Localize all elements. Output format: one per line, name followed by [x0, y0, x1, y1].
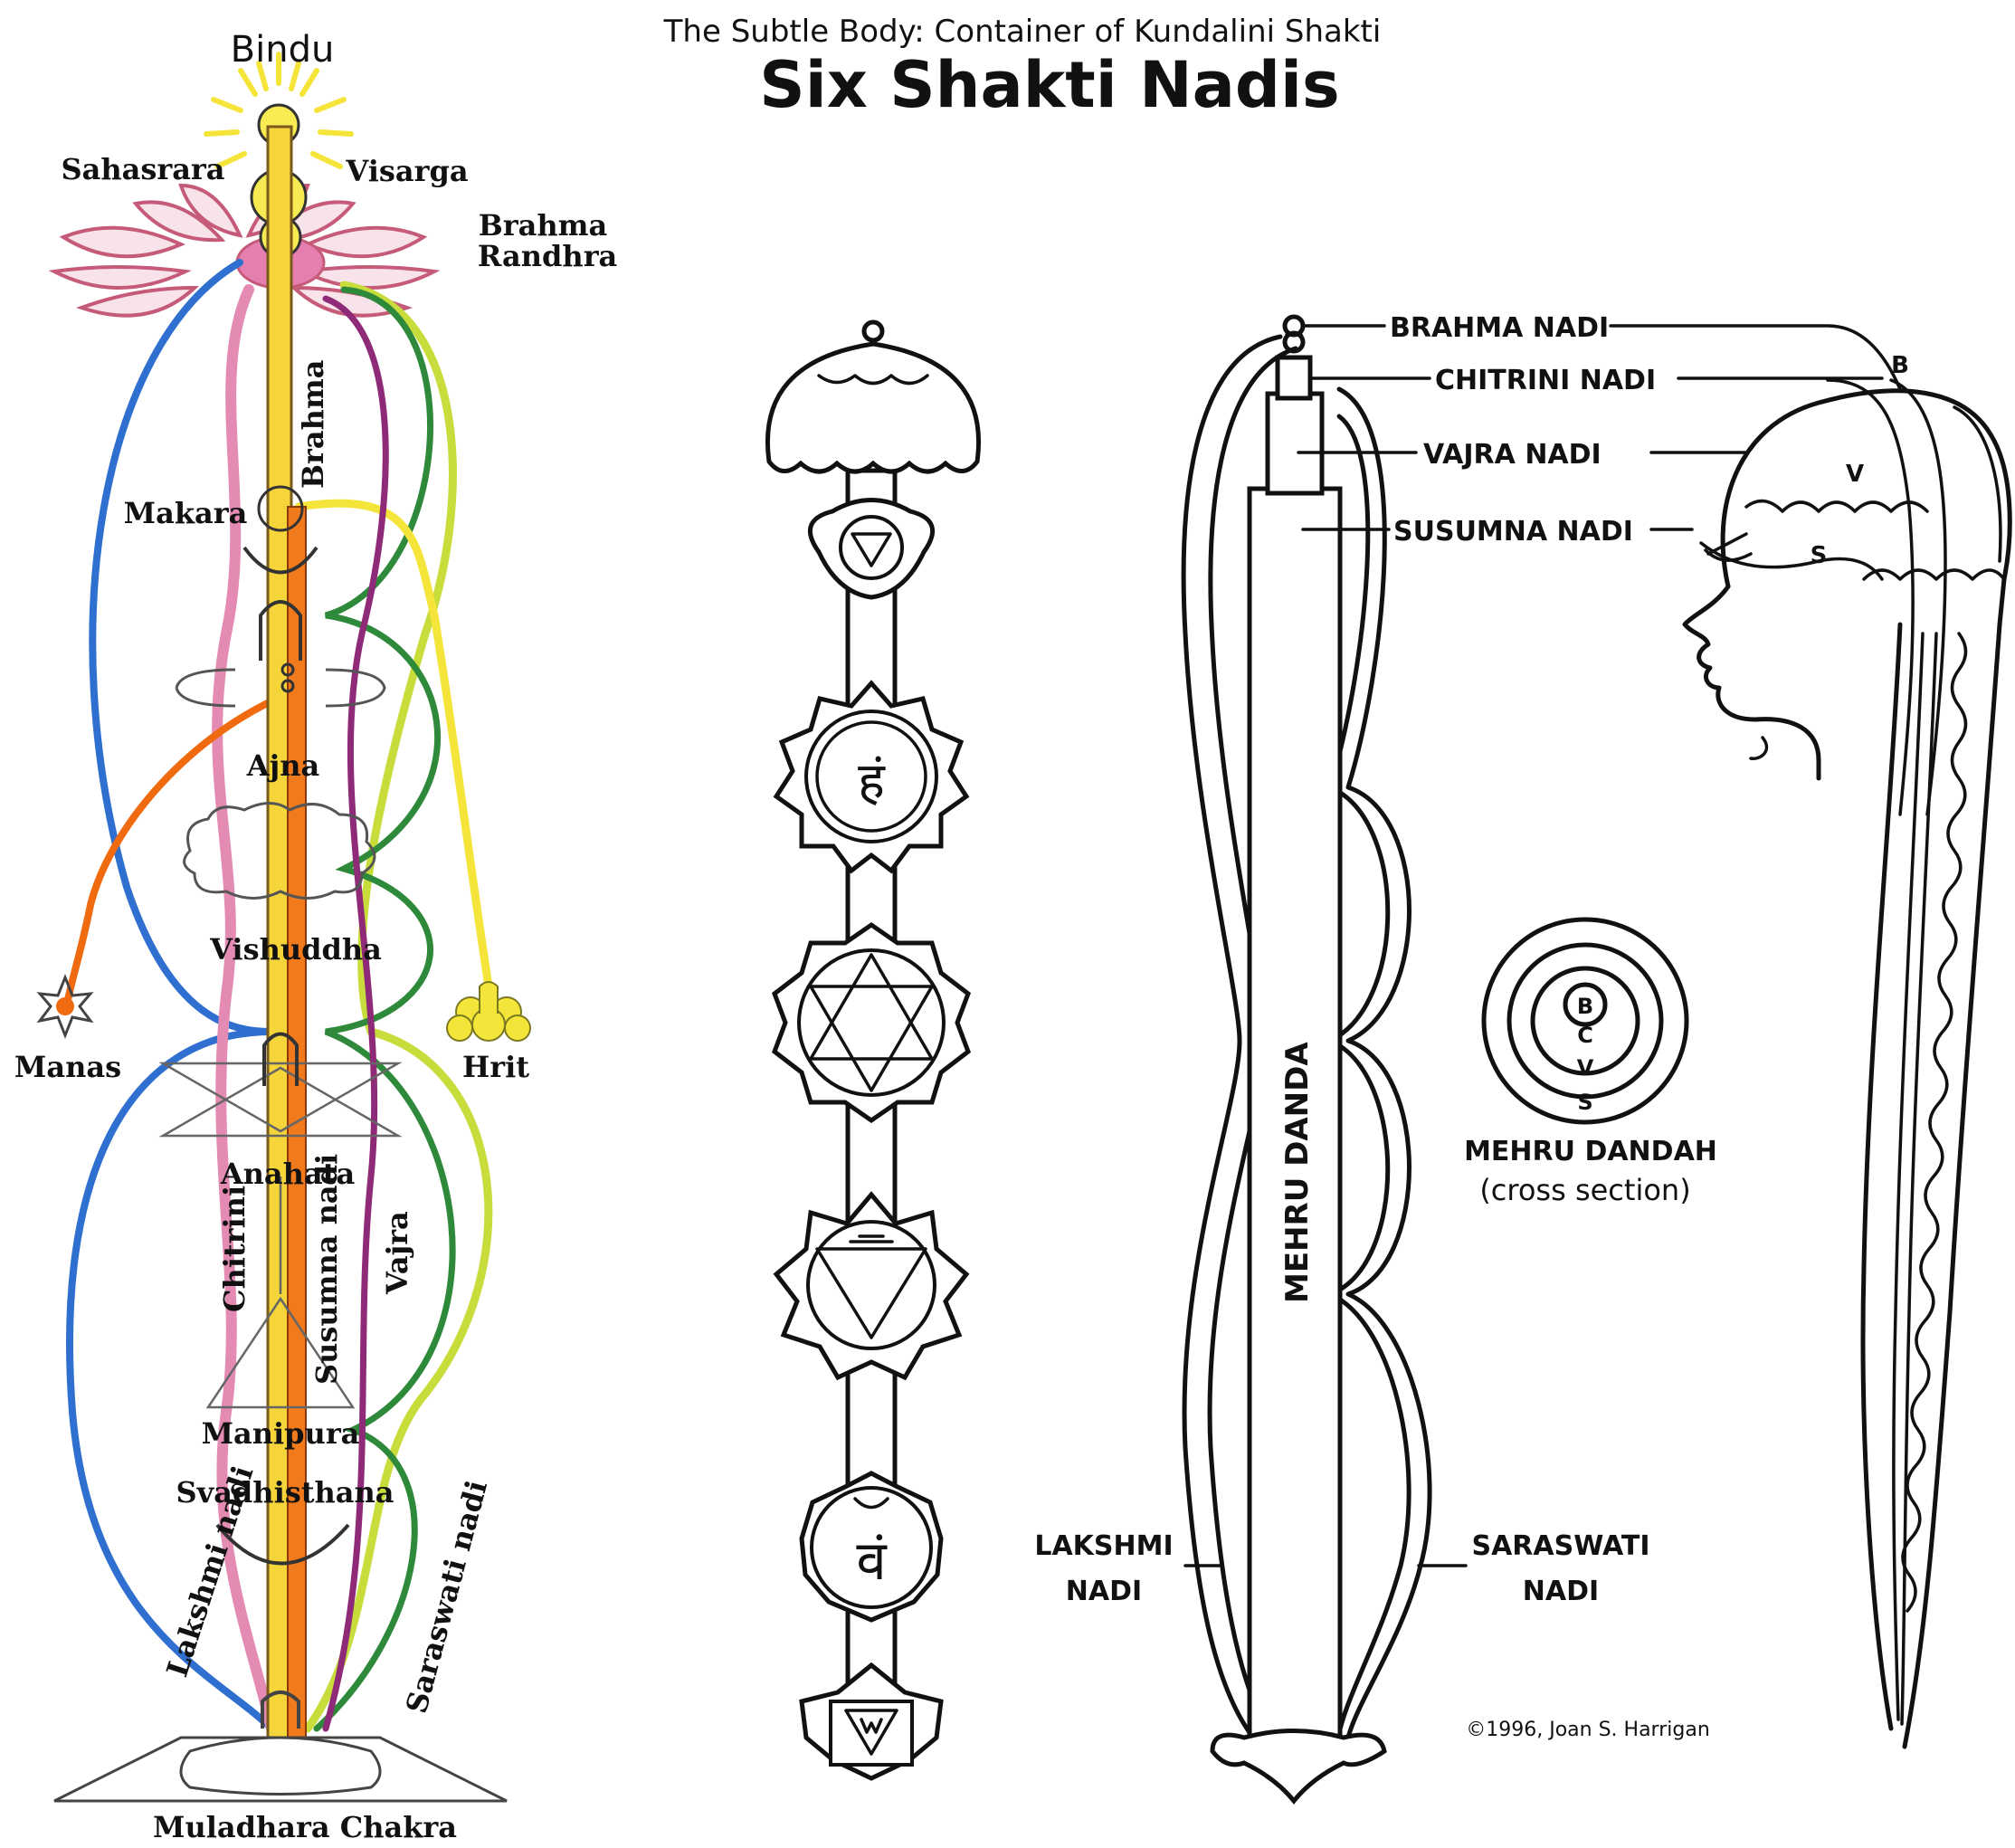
braid-right-edge — [1902, 622, 2002, 1749]
label-anahata: Anahata — [220, 1157, 355, 1191]
vishuddha-glyph: हं — [858, 752, 886, 811]
head-outline — [1720, 388, 2012, 627]
svadhisthana-glyph: वं — [856, 1529, 888, 1593]
closed-eye — [1704, 532, 1753, 562]
cross-label-c: C — [1577, 1023, 1593, 1048]
label-cross-caption-2: (cross section) — [1479, 1173, 1690, 1207]
label-brahma-nadi: BRAHMA NADI — [1390, 312, 1609, 344]
cross-section-diagram: B C V S — [1481, 917, 1689, 1125]
sahasrara-umbrella — [765, 341, 981, 474]
braid-left-edge — [1860, 622, 1903, 1731]
chakra-svadhisthana: वं — [799, 1471, 944, 1623]
chakra-muladhara — [799, 1662, 944, 1781]
chitrini-nadi-tube — [1275, 355, 1313, 401]
chakra-vishuddha: हं — [773, 680, 970, 874]
hair-band-lower — [1862, 568, 2006, 581]
face-profile — [1682, 584, 1821, 781]
manipura-triangle — [205, 1176, 356, 1409]
muladhara-base — [53, 1691, 508, 1803]
chakra-column-diagram: हं वं — [765, 319, 981, 1781]
label-muladhara-chakra: Muladhara Chakra — [153, 1810, 457, 1844]
cross-label-v: V — [1577, 1055, 1594, 1081]
mehru-danda-column — [1247, 486, 1343, 1749]
label-sahasrara: Sahasrara — [61, 152, 224, 186]
label-ajna: Ajna — [246, 748, 319, 783]
head-label-v: V — [1846, 461, 1864, 488]
umbrella-inner-scallop — [817, 374, 929, 386]
head-label-s: S — [1811, 542, 1828, 569]
label-vishuddha: Vishuddha — [209, 932, 382, 967]
left-colored-diagram: Bindu Sahasrara Visarga Brahma Randhra B… — [14, 29, 617, 1844]
label-lakshmi-nadi-line2: NADI — [1066, 1576, 1142, 1607]
label-bindu: Bindu — [231, 29, 335, 71]
hrit-flower-icon — [446, 981, 531, 1042]
vajra-nadi-path — [322, 295, 389, 1732]
neck-line — [1749, 736, 1769, 760]
label-vajra-nadi: VAJRA NADI — [1423, 439, 1602, 471]
chakra-ajna — [808, 498, 935, 600]
label-svadhisthana: Svadhisthana — [176, 1475, 394, 1510]
braid-inner-line-1 — [1892, 632, 1925, 1721]
hair-band-upper — [1744, 499, 1929, 513]
lakshmi-nadi-path — [66, 259, 275, 1732]
manas-flower-icon — [36, 973, 94, 1040]
bindu-sun-rays — [204, 52, 354, 169]
label-saraswati-nadi-line1: SARASWATI — [1471, 1530, 1649, 1562]
vajra-nadi-tube — [1265, 391, 1325, 496]
chakra-anahata — [772, 921, 971, 1124]
cross-label-s: S — [1577, 1090, 1592, 1115]
label-vajra: Vajra — [380, 1211, 414, 1295]
ajna-lingam — [175, 600, 386, 708]
lakshmi-nadi-loop — [1181, 334, 1283, 1740]
label-saraswati-nadi-line2: NADI — [1523, 1576, 1599, 1607]
head-label-b: B — [1891, 352, 1909, 379]
svadhisthana-moon — [215, 1523, 350, 1566]
cross-label-b: B — [1577, 994, 1593, 1019]
label-makara: Makara — [124, 496, 248, 530]
label-brahma-randhra-line2: Randhra — [478, 239, 618, 273]
label-susumna-nadi: SUSUMNA NADI — [1393, 516, 1633, 548]
subtitle: The Subtle Body: Container of Kundalini … — [663, 14, 1382, 50]
saraswati-nadi-scallops — [1336, 386, 1432, 1740]
saraswati-nadi-scallops-inner — [1327, 414, 1411, 1736]
label-manas: Manas — [14, 1050, 121, 1084]
vajra-nadi-over-head — [1953, 405, 2002, 563]
brahma-nadi-over-head — [1826, 378, 1915, 816]
umbrella-knob — [861, 319, 885, 343]
copyright-text: ©1996, Joan S. Harrigan — [1466, 1719, 1710, 1741]
manas-nadi-path — [64, 693, 284, 1004]
braid-inner-line-2 — [1900, 632, 1938, 1726]
label-hrit: Hrit — [462, 1050, 529, 1084]
label-manipura: Manipura — [202, 1416, 360, 1451]
label-lakshmi-nadi-line1: LAKSHMI — [1034, 1530, 1173, 1562]
label-chitrini-nadi: CHITRINI NADI — [1435, 365, 1656, 396]
head-profile-diagram: B V S — [1682, 352, 2012, 1749]
leader-brahma-to-head — [1609, 324, 1902, 391]
green-nadi-path — [313, 286, 456, 1732]
main-title: Six Shakti Nadis — [759, 48, 1339, 122]
label-cross-caption-1: MEHRU DANDAH — [1464, 1136, 1717, 1167]
forehead-mask — [1699, 541, 1884, 581]
label-visarga: Visarga — [345, 154, 468, 188]
label-mehru-danda: MEHRU DANDA — [1279, 1042, 1316, 1303]
vishuddha-cloud — [183, 802, 376, 900]
mehru-danda-diagram: MEHRU DANDA BRAHMA NADI CHITRINI NADI VA… — [1034, 312, 1902, 1805]
mehru-danda-base-lotus — [1210, 1729, 1387, 1805]
anahata-star — [158, 1032, 403, 1138]
brahma-nadi-knob-lower — [1282, 330, 1306, 354]
label-chitrini: Chitrini — [217, 1186, 252, 1312]
chitrini-nadi-over-head — [1889, 378, 1947, 816]
braid-wavy-edge — [1901, 632, 1968, 1613]
makara-symbol — [242, 485, 318, 575]
chitrini-nadi-path — [212, 284, 277, 1734]
chakra-manipura — [773, 1191, 970, 1381]
sahasrara-lotus — [48, 183, 441, 318]
label-brahma-randhra-line1: Brahma — [479, 208, 608, 243]
label-susumna-nadi: Susumna nadi — [309, 1154, 344, 1385]
label-brahma-vertical: Brahma — [296, 360, 330, 490]
